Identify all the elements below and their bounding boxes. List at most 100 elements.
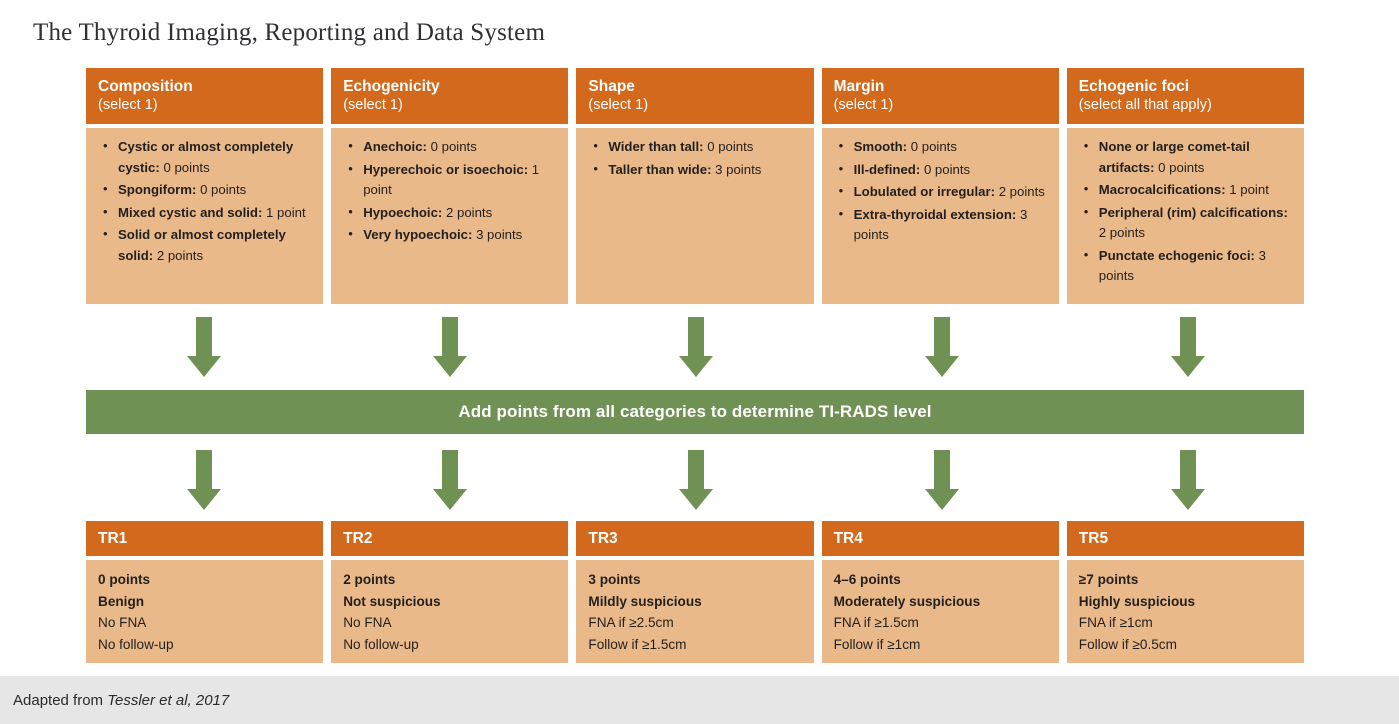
list-item[interactable]: Lobulated or irregular: 2 points [832, 181, 1049, 203]
feature-subtitle: (select 1) [343, 97, 403, 113]
summary-bar: Add points from all categories to determ… [86, 390, 1304, 434]
option-points: 0 points [163, 159, 210, 175]
level-follow: No follow-up [343, 636, 419, 652]
down-arrow-icon [679, 450, 713, 510]
level-body-tr5: ≥7 points Highly suspicious FNA if ≥1cm … [1066, 560, 1304, 663]
level-follow: Follow if ≥1.5cm [588, 636, 687, 652]
arrow-shaft [688, 450, 704, 490]
feature-option-list: Anechoic: 0 points Hyperechoic or isoech… [341, 136, 558, 246]
option-label: Extra-thyroidal extension: [853, 206, 1017, 222]
option-label: Mixed cystic and solid: [118, 204, 263, 220]
option-points: 2 points [998, 184, 1045, 199]
arrow-head [187, 489, 221, 510]
option-label: Hyperechoic or isoechoic: [363, 161, 529, 177]
feature-subtitle: (select 1) [588, 97, 649, 113]
option-points: 0 points [1158, 159, 1205, 175]
level-body-tr2: 2 points Not suspicious No FNA No follow… [331, 560, 569, 663]
arrow-shaft [442, 450, 458, 490]
arrow-head [1171, 356, 1205, 377]
arrow-head [187, 356, 221, 377]
arrow-head [925, 489, 959, 510]
list-item[interactable]: Hyperechoic or isoechoic: 1 point [341, 159, 558, 201]
list-item[interactable]: Punctate echogenic foci: 3 points [1077, 245, 1294, 287]
level-risk: Mildly suspicious [588, 593, 702, 609]
level-follow: No follow-up [98, 636, 174, 652]
level-fna: No FNA [343, 615, 392, 630]
down-arrow-icon [187, 450, 221, 510]
level-body-tr1: 0 points Benign No FNA No follow-up [86, 560, 324, 663]
arrow-shaft [934, 450, 950, 490]
arrow-head [679, 356, 713, 377]
list-item[interactable]: Solid or almost completely solid: 2 poin… [96, 224, 313, 266]
down-arrow-icon [433, 317, 467, 377]
list-item[interactable]: Spongiform: 0 points [96, 179, 313, 201]
option-points: 2 points [1098, 225, 1145, 240]
option-points: 0 points [707, 139, 754, 154]
level-header-tr4: TR4 [821, 521, 1059, 556]
list-item[interactable]: Anechoic: 0 points [341, 136, 558, 158]
feature-header-echogenic-foci: Echogenic foci (select all that apply) [1066, 68, 1304, 124]
option-label: Anechoic: [363, 139, 427, 154]
feature-option-list: None or large comet-tail artifacts: 0 po… [1077, 136, 1294, 287]
level-fna: No FNA [98, 615, 147, 630]
level-header-tr1: TR1 [86, 521, 324, 556]
level-follow: Follow if ≥0.5cm [1078, 636, 1177, 652]
option-points: 2 points [446, 204, 493, 220]
list-item[interactable]: None or large comet-tail artifacts: 0 po… [1077, 136, 1294, 178]
summary-bar-label: Add points from all categories to determ… [458, 402, 932, 421]
list-item[interactable]: Peripheral (rim) calcifications: 2 point… [1077, 202, 1294, 244]
feature-column-composition: Composition (select 1) Cystic or almost … [86, 68, 324, 304]
feature-body-echogenicity: Anechoic: 0 points Hyperechoic or isoech… [331, 128, 569, 304]
list-item[interactable]: Cystic or almost completely cystic: 0 po… [96, 136, 313, 178]
level-column-tr3: TR3 3 points Mildly suspicious FNA if ≥2… [576, 521, 814, 663]
arrow-head [679, 489, 713, 510]
down-arrow-icon [925, 450, 959, 510]
down-arrow-icon [925, 317, 959, 377]
feature-subtitle: (select 1) [833, 97, 894, 113]
feature-subtitle: (select all that apply) [1078, 97, 1212, 113]
list-item[interactable]: Extra-thyroidal extension: 3 points [832, 204, 1049, 246]
option-label: Macrocalcifications: [1098, 182, 1226, 197]
feature-body-margin: Smooth: 0 points Ill-defined: 0 points L… [821, 128, 1059, 304]
list-item[interactable]: Macrocalcifications: 1 point [1077, 179, 1294, 201]
list-item[interactable]: Very hypoechoic: 3 points [341, 224, 558, 246]
feature-column-echogenicity: Echogenicity (select 1) Anechoic: 0 poin… [331, 68, 569, 304]
option-label: Solid or almost completely solid: [118, 227, 286, 263]
list-item[interactable]: Mixed cystic and solid: 1 point [96, 202, 313, 224]
list-item[interactable]: Smooth: 0 points [832, 136, 1049, 158]
feature-title: Echogenic foci [1078, 78, 1190, 95]
list-item[interactable]: Ill-defined: 0 points [832, 159, 1049, 181]
list-item[interactable]: Taller than wide: 3 points [586, 159, 803, 181]
option-points: 1 point [363, 161, 540, 198]
feature-header-shape: Shape (select 1) [576, 68, 814, 124]
attribution-prefix: Adapted from [13, 691, 108, 709]
feature-header-composition: Composition (select 1) [86, 68, 324, 124]
level-header-tr5: TR5 [1066, 521, 1304, 556]
option-points: 1 point [266, 204, 306, 220]
level-body-tr3: 3 points Mildly suspicious FNA if ≥2.5cm… [576, 560, 814, 663]
level-risk: Moderately suspicious [833, 593, 981, 609]
option-points: 0 points [910, 139, 957, 154]
level-body-tr4: 4–6 points Moderately suspicious FNA if … [821, 560, 1059, 663]
feature-body-composition: Cystic or almost completely cystic: 0 po… [86, 128, 324, 304]
option-points: 0 points [430, 139, 477, 154]
arrow-shaft [1180, 317, 1196, 357]
list-item[interactable]: Wider than tall: 0 points [586, 136, 803, 158]
feature-option-list: Smooth: 0 points Ill-defined: 0 points L… [832, 136, 1049, 246]
option-label: Smooth: [853, 139, 908, 154]
arrow-head [433, 356, 467, 377]
level-risk: Highly suspicious [1078, 593, 1196, 609]
option-label: Spongiform: [118, 182, 197, 197]
level-header-tr2: TR2 [331, 521, 569, 556]
option-label: Ill-defined: [853, 161, 921, 177]
arrow-head [925, 356, 959, 377]
option-points: 3 points [1098, 247, 1266, 284]
feature-subtitle: (select 1) [98, 97, 158, 113]
list-item[interactable]: Hypoechoic: 2 points [341, 202, 558, 224]
level-follow: Follow if ≥1cm [833, 636, 921, 652]
arrow-head [1171, 489, 1205, 510]
arrow-head [433, 489, 467, 510]
feature-column-margin: Margin (select 1) Smooth: 0 points Ill-d… [821, 68, 1059, 304]
level-header-tr3: TR3 [576, 521, 814, 556]
option-label: Lobulated or irregular: [853, 184, 996, 199]
